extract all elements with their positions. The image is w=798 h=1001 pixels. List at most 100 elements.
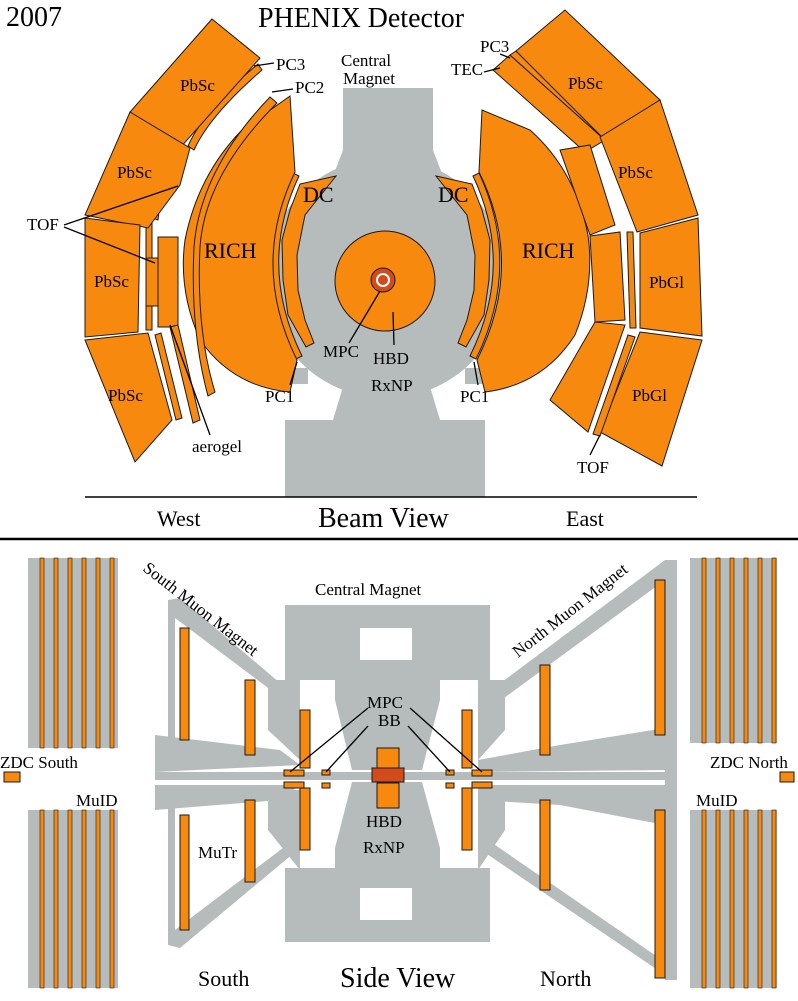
east-arm [434, 9, 703, 467]
label-pc1-west: PC1 [265, 387, 294, 406]
muid-south-lower-plate-1 [39, 809, 45, 989]
label-rxnp-side: RxNP [363, 838, 405, 857]
label-hbd-beam: HBD [373, 349, 409, 368]
label-central-magnet-1: Central [341, 51, 391, 70]
muid-north-lower-plate-4 [743, 809, 749, 989]
muid-south-upper-plate-4 [81, 557, 87, 749]
zdc-north [779, 771, 795, 783]
muid-south-upper-plate-1 [39, 557, 45, 749]
tec-east-b [559, 144, 616, 236]
label-tof-west: TOF [27, 215, 59, 234]
label-pbsc-w1: PbSc [180, 76, 215, 95]
dc-east [434, 175, 491, 348]
page-title: PHENIX Detector [258, 3, 465, 34]
south-muon-magnet [155, 598, 300, 948]
muid-south-lower-plate-5 [95, 809, 101, 989]
label-pbsc-w4: PbSc [108, 386, 143, 405]
label-pbsc-w3: PbSc [94, 272, 129, 291]
muid-north-upper-plate-3 [729, 557, 735, 744]
muid-south-upper-plate-5 [95, 557, 101, 749]
label-dc-east: DC [438, 182, 469, 207]
north-muon-magnet [478, 560, 677, 980]
label-zdc-south: ZDC South [0, 753, 78, 772]
pbgl-east-1 [639, 217, 703, 337]
label-aerogel: aerogel [192, 437, 242, 456]
beam-leader-lines [63, 53, 601, 456]
aerogel-west [145, 257, 159, 307]
tof-west [157, 236, 179, 328]
label-pc3-east: PC3 [480, 37, 509, 56]
muid-north-lower-plate-2 [715, 809, 721, 989]
muid-south-upper-plate-6 [109, 557, 115, 749]
muid-north-upper-plate-4 [743, 557, 749, 744]
rich-west [182, 95, 298, 393]
tec-east-c [589, 231, 626, 323]
pbsc-west-4 [84, 332, 173, 463]
muid-north-upper-plate-6 [771, 557, 777, 744]
side-leader-lines [289, 707, 483, 773]
muid-south-lower-plate-6 [109, 809, 115, 989]
pbsc-west-3 [84, 217, 141, 338]
tof-east-a [626, 231, 637, 329]
muid-south-upper-plate-3 [67, 557, 73, 749]
label-pbsc-e1: PbSc [568, 74, 603, 93]
label-bb: BB [378, 711, 401, 730]
label-north: North [540, 966, 591, 991]
label-south-muon-magnet: South Muon Magnet [140, 558, 263, 660]
muid-north-lower-plate-6 [771, 809, 777, 989]
label-pbgl-e2: PbGl [632, 386, 667, 405]
label-muid-north: MuID [696, 791, 738, 810]
muid-north-lower-plate-5 [757, 809, 763, 989]
label-pc1-east: PC1 [460, 387, 489, 406]
label-central-magnet-2: Magnet [343, 69, 395, 88]
muid-north-upper-plate-5 [757, 557, 763, 744]
pc3-west-d [154, 332, 183, 421]
label-tof-east: TOF [577, 458, 609, 477]
label-mpc-beam: MPC [323, 342, 359, 361]
label-muid-south: MuID [76, 791, 118, 810]
muid-north-upper-plate-2 [715, 557, 721, 744]
mpc-core [370, 267, 396, 293]
label-pc2-west: PC2 [295, 78, 324, 97]
mutr-plates [179, 579, 666, 979]
label-pc3-west: PC3 [276, 55, 305, 74]
zdc-south [3, 771, 21, 783]
muid-south-upper-plate-2 [53, 557, 59, 749]
label-east: East [566, 506, 604, 531]
muid-south-lower-plate-3 [67, 809, 73, 989]
label-mutr: MuTr [198, 843, 237, 862]
label-beam-view: Beam View [318, 503, 450, 534]
pc1-east [469, 172, 501, 360]
label-tec: TEC [451, 60, 483, 79]
beam-line-side [155, 772, 675, 780]
label-central-magnet-side: Central Magnet [315, 580, 421, 599]
muid-south-lower-plate-2 [53, 809, 59, 989]
pc2-west [192, 96, 278, 397]
label-south: South [198, 966, 249, 991]
label-zdc-north: ZDC North [710, 753, 788, 772]
side-view: Central Magnet South Muon Magnet North M… [0, 558, 795, 994]
hbd-side-bottom [376, 782, 400, 809]
beam-pipe [376, 273, 390, 287]
pbsc-east-2 [599, 99, 699, 233]
label-rich-west: RICH [204, 238, 257, 263]
beam-view: Central Magnet PC3 PC2 PC3 TEC PbSc PbSc… [27, 9, 703, 534]
tec-east-d [549, 321, 626, 433]
muid-north-lower-plate-3 [729, 809, 735, 989]
dc-west [281, 175, 338, 348]
west-arm [84, 18, 338, 463]
label-rxnp-beam: RxNP [371, 376, 413, 395]
forward-detectors [283, 747, 493, 809]
label-hbd-side: HBD [366, 812, 402, 831]
muid-north-upper-plate-1 [701, 557, 707, 744]
label-mpc-side: MPC [367, 693, 403, 712]
aerogel-west-b [169, 324, 201, 424]
pbsc-west-2 [84, 111, 191, 229]
label-pbgl-e1: PbGl [649, 273, 684, 292]
muid-south-lower-plate-4 [81, 809, 87, 989]
muid-north-lower-plate-1 [701, 809, 707, 989]
label-side-view: Side View [340, 963, 456, 994]
label-west: West [157, 506, 200, 531]
